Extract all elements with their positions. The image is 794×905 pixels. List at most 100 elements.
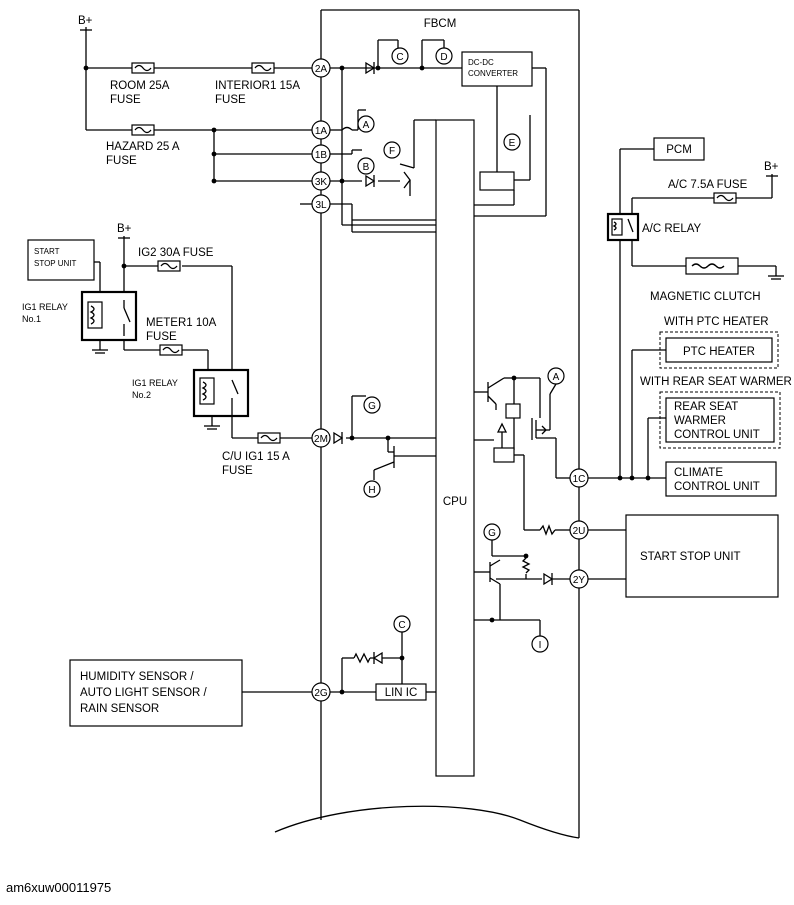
svg-text:I: I bbox=[539, 640, 542, 651]
ref-C-top: C bbox=[391, 47, 409, 65]
diagram-caption: am6xuw00011975 bbox=[6, 880, 112, 895]
ref-A-mid: A bbox=[547, 367, 565, 385]
hazard-fuse: HAZARD 25 A FUSE bbox=[106, 124, 180, 167]
fbcm-internal-2m bbox=[333, 395, 436, 480]
fbcm-internal-2g: LIN IC bbox=[330, 632, 436, 701]
magnetic-clutch: MAGNETIC CLUTCH bbox=[650, 257, 784, 303]
interior-fuse: INTERIOR1 15A FUSE bbox=[215, 62, 300, 106]
ig2-fuse: IG2 30A FUSE bbox=[138, 247, 214, 272]
fbcm-internal-mid bbox=[474, 375, 570, 531]
svg-text:H: H bbox=[368, 485, 375, 496]
start-stop-small-2: STOP UNIT bbox=[34, 259, 76, 268]
resistor-2u bbox=[539, 524, 570, 536]
sensor-label-3: RAIN SENSOR bbox=[80, 703, 159, 715]
svg-text:1B: 1B bbox=[315, 150, 328, 161]
start-stop-unit: START STOP UNIT bbox=[588, 514, 779, 598]
interior-fuse-label-2: FUSE bbox=[215, 94, 246, 106]
start-stop-label: START STOP UNIT bbox=[640, 551, 741, 563]
connector-1B: 1B bbox=[311, 144, 331, 164]
connector-1C: 1C bbox=[569, 468, 589, 488]
ig1-relay-no2-label-2: No.2 bbox=[132, 390, 151, 400]
ig1-relay-no1: IG1 RELAY No.1 bbox=[22, 290, 138, 354]
svg-text:3L: 3L bbox=[315, 200, 327, 211]
fbcm-internal-2y bbox=[474, 540, 570, 636]
ref-A-top: A bbox=[357, 115, 375, 133]
svg-text:2G: 2G bbox=[314, 688, 328, 699]
svg-text:D: D bbox=[440, 52, 447, 63]
cu-ig1-fuse-label-1: C/U IG1 15 A bbox=[222, 451, 290, 463]
svg-text:B: B bbox=[363, 162, 370, 173]
sensor-label-2: AUTO LIGHT SENSOR / bbox=[80, 687, 208, 699]
dcdc-label-1: DC-DC bbox=[468, 58, 494, 67]
fbcm-internal-top bbox=[330, 39, 547, 233]
ig2-fuse-label: IG2 30A FUSE bbox=[138, 247, 214, 259]
bplus-label-right: B+ bbox=[764, 161, 779, 173]
room-fuse: ROOM 25A FUSE bbox=[110, 62, 170, 106]
sensor-box: HUMIDITY SENSOR / AUTO LIGHT SENSOR / RA… bbox=[69, 659, 312, 727]
ref-E: E bbox=[503, 133, 521, 151]
ref-G-right: G bbox=[483, 523, 501, 541]
ref-I: I bbox=[531, 635, 549, 653]
with-ptc-label: WITH PTC HEATER bbox=[664, 316, 769, 328]
ig1-relay-no1-label-2: No.1 bbox=[22, 314, 41, 324]
connector-3K: 3K bbox=[311, 171, 331, 191]
top-power-feed: B+ bbox=[78, 15, 312, 205]
climate-control-unit: CLIMATE CONTROL UNIT bbox=[665, 461, 777, 497]
magnetic-clutch-label: MAGNETIC CLUTCH bbox=[650, 291, 761, 303]
rear-seat-label-2: WARMER bbox=[674, 415, 726, 427]
svg-text:A: A bbox=[363, 120, 370, 131]
climate-label-1: CLIMATE bbox=[674, 467, 723, 479]
svg-text:2Y: 2Y bbox=[573, 575, 586, 586]
rear-seat-label-1: REAR SEAT bbox=[674, 401, 738, 413]
pcm-box: PCM bbox=[619, 137, 705, 214]
interior-fuse-label-1: INTERIOR1 15A bbox=[215, 80, 300, 92]
with-rear-label: WITH REAR SEAT WARMER bbox=[640, 376, 792, 388]
ref-H: H bbox=[363, 480, 381, 498]
ptc-heater-label: PTC HEATER bbox=[683, 346, 755, 358]
svg-text:2A: 2A bbox=[315, 64, 328, 75]
svg-text:F: F bbox=[389, 146, 395, 157]
svg-text:G: G bbox=[368, 401, 376, 412]
rear-seat-label-3: CONTROL UNIT bbox=[674, 429, 760, 441]
ig1-relay-no2: IG1 RELAY No.2 bbox=[132, 368, 250, 438]
bplus-label-top: B+ bbox=[78, 15, 93, 27]
svg-text:1A: 1A bbox=[315, 126, 328, 137]
cu-ig1-fuse: C/U IG1 15 A FUSE bbox=[222, 432, 312, 477]
meter-fuse-label-2: FUSE bbox=[146, 331, 177, 343]
ref-C-bottom: C bbox=[393, 615, 411, 633]
hazard-fuse-label-1: HAZARD 25 A bbox=[106, 141, 180, 153]
start-stop-unit-small: START STOP UNIT bbox=[27, 239, 95, 281]
fbcm-title: FBCM bbox=[424, 18, 457, 30]
rear-seat-warmer: WITH REAR SEAT WARMER REAR SEAT WARMER C… bbox=[640, 376, 792, 478]
dcdc-converter: DC-DC CONVERTER bbox=[461, 51, 533, 87]
connector-2A: 2A bbox=[311, 58, 331, 78]
connector-2U: 2U bbox=[569, 520, 589, 540]
cpu-label: CPU bbox=[443, 496, 467, 508]
dcdc-label-2: CONVERTER bbox=[468, 69, 518, 78]
svg-text:1C: 1C bbox=[573, 474, 586, 485]
start-stop-small-1: START bbox=[34, 247, 60, 256]
svg-text:A: A bbox=[553, 372, 560, 383]
svg-text:C: C bbox=[396, 52, 403, 63]
svg-text:2U: 2U bbox=[573, 526, 586, 537]
room-fuse-label-2: FUSE bbox=[110, 94, 141, 106]
bplus-mid: B+ bbox=[94, 223, 233, 380]
svg-text:2M: 2M bbox=[314, 434, 328, 445]
connector-3L: 3L bbox=[311, 194, 331, 214]
ig1-relay-no2-label-1: IG1 RELAY bbox=[132, 378, 178, 388]
ac-fuse-label: A/C 7.5A FUSE bbox=[668, 179, 748, 191]
meter-fuse: METER1 10A FUSE bbox=[123, 317, 217, 372]
cpu-block: CPU bbox=[435, 119, 475, 777]
svg-text:C: C bbox=[398, 620, 405, 631]
ptc-heater: WITH PTC HEATER PTC HEATER bbox=[631, 316, 779, 478]
hazard-fuse-label-2: FUSE bbox=[106, 155, 137, 167]
ref-F: F bbox=[383, 141, 401, 159]
connector-2G: 2G bbox=[311, 682, 331, 702]
ac-relay: B+ A/C 7.5A FUSE A/C RELAY bbox=[606, 161, 779, 464]
connector-2M: 2M bbox=[311, 428, 331, 448]
sensor-label-1: HUMIDITY SENSOR / bbox=[80, 671, 194, 683]
connector-2Y: 2Y bbox=[569, 569, 589, 589]
lin-ic-label: LIN IC bbox=[385, 687, 418, 699]
ref-B: B bbox=[357, 157, 375, 175]
